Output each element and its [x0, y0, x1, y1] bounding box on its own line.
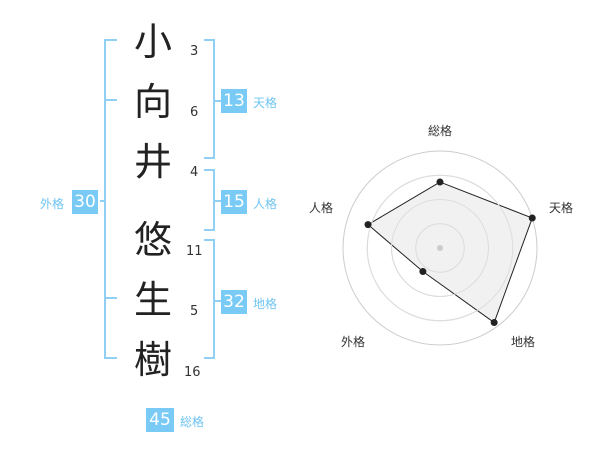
chikaku-badge: 32	[221, 290, 247, 314]
tenkaku-badge: 13	[221, 89, 247, 113]
tenkaku-label: 天格	[253, 96, 278, 110]
radar-point-3	[490, 319, 498, 327]
radar-point-4	[419, 268, 427, 276]
radar-axis-label-tenkaku: 天格	[549, 201, 574, 215]
radar-axis-label-jinkaku: 人格	[309, 201, 334, 215]
name-char-6: 樹	[133, 338, 172, 382]
stroke-count-1: 3	[190, 44, 199, 59]
tenkaku-bracket	[204, 39, 215, 159]
stroke-count-6: 16	[184, 365, 201, 380]
soukaku-label: 総格	[180, 415, 205, 429]
soukaku-badge: 45	[146, 408, 174, 432]
radar-grid-ring-inner	[415, 223, 465, 273]
chikaku-label: 地格	[253, 297, 278, 311]
radar-axis-label-soukaku: 総格	[428, 124, 453, 138]
stroke-count-4: 11	[186, 244, 203, 259]
radar-axis-label-chikaku: 地格	[511, 335, 536, 349]
stroke-count-2: 6	[190, 105, 199, 120]
radar-grid-ring-inner	[391, 199, 489, 297]
name-char-1: 小	[133, 20, 172, 64]
gaikaku-label: 外格	[40, 197, 65, 211]
radar-area	[367, 181, 533, 324]
radar-grid-ring	[342, 150, 538, 346]
name-char-3: 井	[133, 140, 172, 184]
radar-grid-ring-inner	[366, 174, 514, 322]
radar-center-dot	[437, 245, 443, 251]
name-char-5: 生	[133, 278, 172, 322]
gaikaku-bracket	[104, 39, 117, 359]
name-char-2: 向	[133, 80, 172, 124]
stroke-count-5: 5	[190, 304, 199, 319]
stroke-count-3: 4	[190, 165, 199, 180]
radar-point-2	[528, 214, 536, 222]
jinkaku-badge: 15	[221, 190, 247, 214]
name-char-4: 悠	[133, 218, 172, 262]
radar-point-1	[436, 178, 444, 186]
gaikaku-badge: 30	[72, 190, 98, 214]
chikaku-bracket	[204, 239, 215, 359]
radar-point-5	[364, 221, 372, 229]
jinkaku-label: 人格	[253, 197, 278, 211]
radar-axis-label-gaikaku: 外格	[341, 335, 366, 349]
